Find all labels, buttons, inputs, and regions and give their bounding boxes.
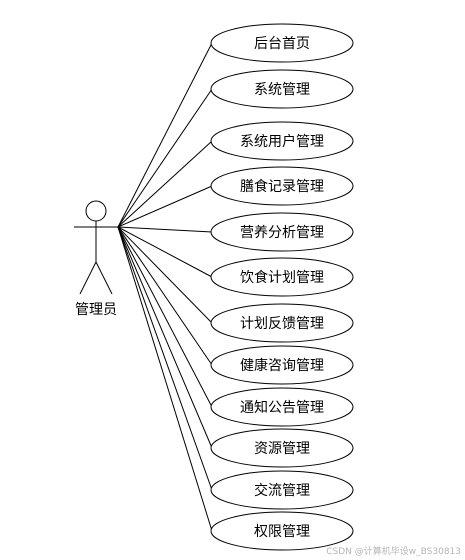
use-case: 系统用户管理 xyxy=(210,121,354,161)
watermark-text: CSDN @计算机毕设w_BS30813 xyxy=(326,547,461,557)
use-case-list: 后台首页系统管理系统用户管理膳食记录管理营养分析管理饮食计划管理计划反馈管理健康… xyxy=(210,23,354,551)
use-case: 健康咨询管理 xyxy=(210,345,354,385)
association-line xyxy=(117,226,213,324)
use-case-label: 交流管理 xyxy=(254,482,310,499)
use-case-label: 膳食记录管理 xyxy=(240,178,324,195)
use-case: 膳食记录管理 xyxy=(210,166,354,206)
use-case-label: 资源管理 xyxy=(254,441,310,457)
use-case-ellipse xyxy=(210,212,354,252)
use-case-label: 饮食计划管理 xyxy=(240,269,324,286)
use-case-label: 通知公告管理 xyxy=(240,399,324,416)
association-line xyxy=(117,42,213,228)
use-case-label: 权限管理 xyxy=(254,524,310,540)
association-line xyxy=(117,226,213,408)
actor-admin: 管理员 xyxy=(74,200,118,318)
use-case: 计划反馈管理 xyxy=(210,303,354,343)
association-line xyxy=(117,140,213,228)
use-case: 资源管理 xyxy=(210,428,354,468)
use-case-ellipse xyxy=(210,387,354,427)
use-case-label: 营养分析管理 xyxy=(240,225,324,241)
use-case-ellipse xyxy=(210,470,354,510)
use-case-label: 后台首页 xyxy=(254,36,310,52)
association-line xyxy=(117,185,213,228)
use-case: 系统管理 xyxy=(210,69,354,109)
association-line xyxy=(117,226,213,532)
use-case-ellipse xyxy=(210,511,354,551)
use-case-ellipse xyxy=(210,121,354,161)
association-line xyxy=(117,226,213,449)
use-case: 饮食计划管理 xyxy=(210,257,354,297)
association-line xyxy=(117,226,213,366)
use-case-label: 健康咨询管理 xyxy=(240,357,324,374)
actor-right-leg xyxy=(95,261,113,295)
use-case-label: 计划反馈管理 xyxy=(240,316,324,332)
use-case: 交流管理 xyxy=(210,470,354,510)
use-case-ellipse xyxy=(210,345,354,385)
use-case: 通知公告管理 xyxy=(210,387,354,427)
use-case: 营养分析管理 xyxy=(210,212,354,252)
association-line xyxy=(117,226,213,491)
use-case: 权限管理 xyxy=(210,511,354,551)
use-case-ellipse xyxy=(210,257,354,297)
use-case-ellipse xyxy=(210,69,354,109)
use-case: 后台首页 xyxy=(210,23,354,63)
association-line xyxy=(117,226,213,278)
actor-left-leg xyxy=(79,261,97,295)
use-case-ellipse xyxy=(210,303,354,343)
association-line xyxy=(117,226,213,233)
use-case-ellipse xyxy=(210,23,354,63)
use-case-ellipse xyxy=(210,428,354,468)
association-line xyxy=(117,88,213,228)
actor-head xyxy=(85,200,107,222)
association-lines xyxy=(117,42,213,532)
use-case-ellipse xyxy=(210,166,354,206)
use-case-label: 系统管理 xyxy=(254,82,310,98)
use-case-label: 系统用户管理 xyxy=(240,133,324,150)
actor-label: 管理员 xyxy=(75,302,117,318)
